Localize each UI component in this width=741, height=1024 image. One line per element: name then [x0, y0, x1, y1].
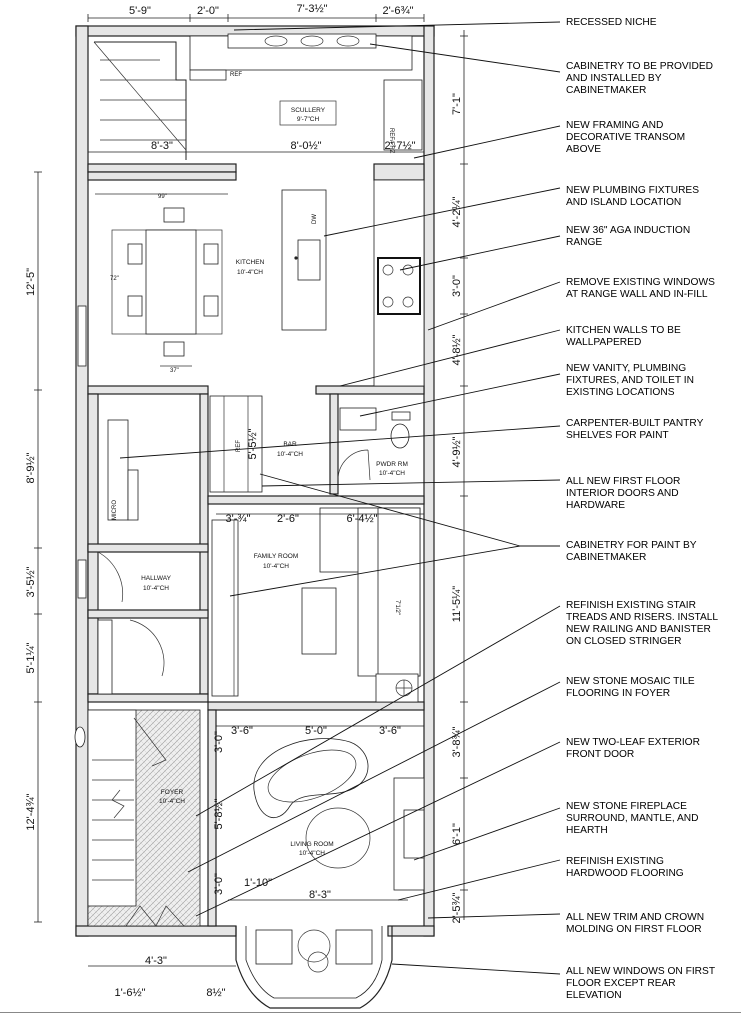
dim-left-hall-top: 8'-9½": [25, 452, 37, 483]
bar-area: [107, 395, 371, 521]
dim-bar-depth: 5'-5½": [247, 428, 259, 459]
dim-right-family: 11'-5¼": [451, 586, 463, 622]
pwdr-name: PWDR RM: [376, 461, 408, 468]
family-room: [211, 507, 421, 703]
kitchen-ceiling: 10'-4"CH: [237, 269, 263, 276]
dim-left-kitchen: 12'-5": [25, 268, 37, 296]
dim-right-scullery: 7'-1": [451, 93, 463, 115]
powder-room: [339, 407, 411, 449]
dim-left-foyer: 12'-4¾": [25, 793, 37, 830]
ref-bar-label: REF: [236, 440, 242, 452]
dim-family-a: 3'-¾": [226, 513, 251, 525]
dim-living-110: 1'-10": [244, 877, 272, 889]
interior-walls: [87, 163, 425, 927]
ref-label: REF: [230, 72, 242, 78]
dim-living-c: 3'-6": [379, 725, 401, 737]
dim-pwdr: 4'-9½": [451, 436, 463, 467]
hallway-name: HALLWAY: [141, 575, 172, 582]
dim-living-depth: 5'-8½": [213, 798, 225, 829]
dim-bottom-c: 8½": [206, 987, 225, 999]
dim-living-a: 3'-6": [231, 725, 253, 737]
dim-bottom-a: 4'-3": [145, 955, 167, 967]
kitchen-name: KITCHEN: [236, 259, 265, 266]
dim-right-range: 3'-0": [451, 275, 463, 297]
pwdr-ceiling: 10'-4"CH: [379, 470, 405, 477]
dim-family-b: 2'-6": [277, 513, 299, 525]
table-width-label: 99": [158, 194, 167, 200]
family-ceiling: 10'-4"CH: [263, 563, 289, 570]
living-room: [253, 738, 425, 973]
foyer-ceiling: 10'-4"CH: [159, 798, 185, 805]
dim-top-a: 5'-9": [129, 5, 151, 17]
dim-family-c: 6'-4½": [346, 513, 377, 525]
dim-right-living-b: 6'-1": [451, 823, 463, 845]
living-ceiling: 10'-4"CH: [299, 850, 325, 857]
dim-right-kitchen-low: 4'-8½": [451, 334, 463, 365]
dim-foyer-door: 3'-0": [213, 731, 225, 753]
dim-living-83: 8'-3": [309, 889, 331, 901]
foyer: [74, 709, 201, 927]
dim-living-b: 5'-0": [305, 725, 327, 737]
dim-scullery-left: 8'-3": [151, 140, 173, 152]
dim-left-hall-low: 5'-1¼": [25, 642, 37, 673]
foyer-name: FOYER: [161, 789, 184, 796]
dim-right-living-c: 2'-5¾": [451, 892, 463, 923]
living-name: LIVING ROOM: [290, 841, 333, 848]
table-depth-label: 72": [110, 276, 119, 282]
bottom-rule: [0, 1012, 741, 1013]
scullery-area: [93, 33, 423, 160]
dw-label: DW: [312, 214, 318, 224]
dim-bottom-b: 1'-6½": [114, 987, 145, 999]
dim-top-b: 2'-0": [197, 5, 219, 17]
hallway-ceiling: 10'-4"CH: [143, 585, 169, 592]
bar-name: BAR: [283, 441, 297, 448]
dim-left-hall-mid: 3'-5½": [25, 566, 37, 597]
bar-ceiling: 10'-4"CH: [277, 451, 303, 458]
dim-living-low: 3'-0": [213, 873, 225, 895]
hallway: [77, 305, 165, 695]
sofa-length-label: 7'1/2": [394, 600, 400, 615]
exterior-walls: [75, 25, 435, 1009]
family-name: FAMILY ROOM: [254, 553, 299, 560]
micro-label: MICRO: [112, 500, 118, 520]
dim-scullery-mid: 8'-0½": [290, 140, 321, 152]
kitchen-area: [95, 179, 425, 387]
chair-depth-label: 37": [170, 368, 179, 374]
dim-scullery-right: 2'-7½": [384, 140, 415, 152]
dimension-lines: [34, 14, 468, 967]
dim-right-living-a: 3'-8¾": [451, 726, 463, 757]
dim-top-c: 7'-3½": [296, 3, 327, 15]
ref-frz-label: REF/FRZ: [388, 128, 394, 154]
scullery-name: SCULLERY: [291, 107, 326, 114]
dim-top-d: 2'-6¾": [382, 5, 413, 17]
dimension-text: 5'-9" 2'-0" 7'-3½" 2'-6¾" 8'-3" 8'-0½" 2…: [25, 3, 463, 999]
scullery-ceiling: 9'-7"CH: [297, 116, 320, 123]
note-leaders: [119, 21, 561, 975]
dim-right-kitchen: 4'-2¼": [451, 196, 463, 227]
